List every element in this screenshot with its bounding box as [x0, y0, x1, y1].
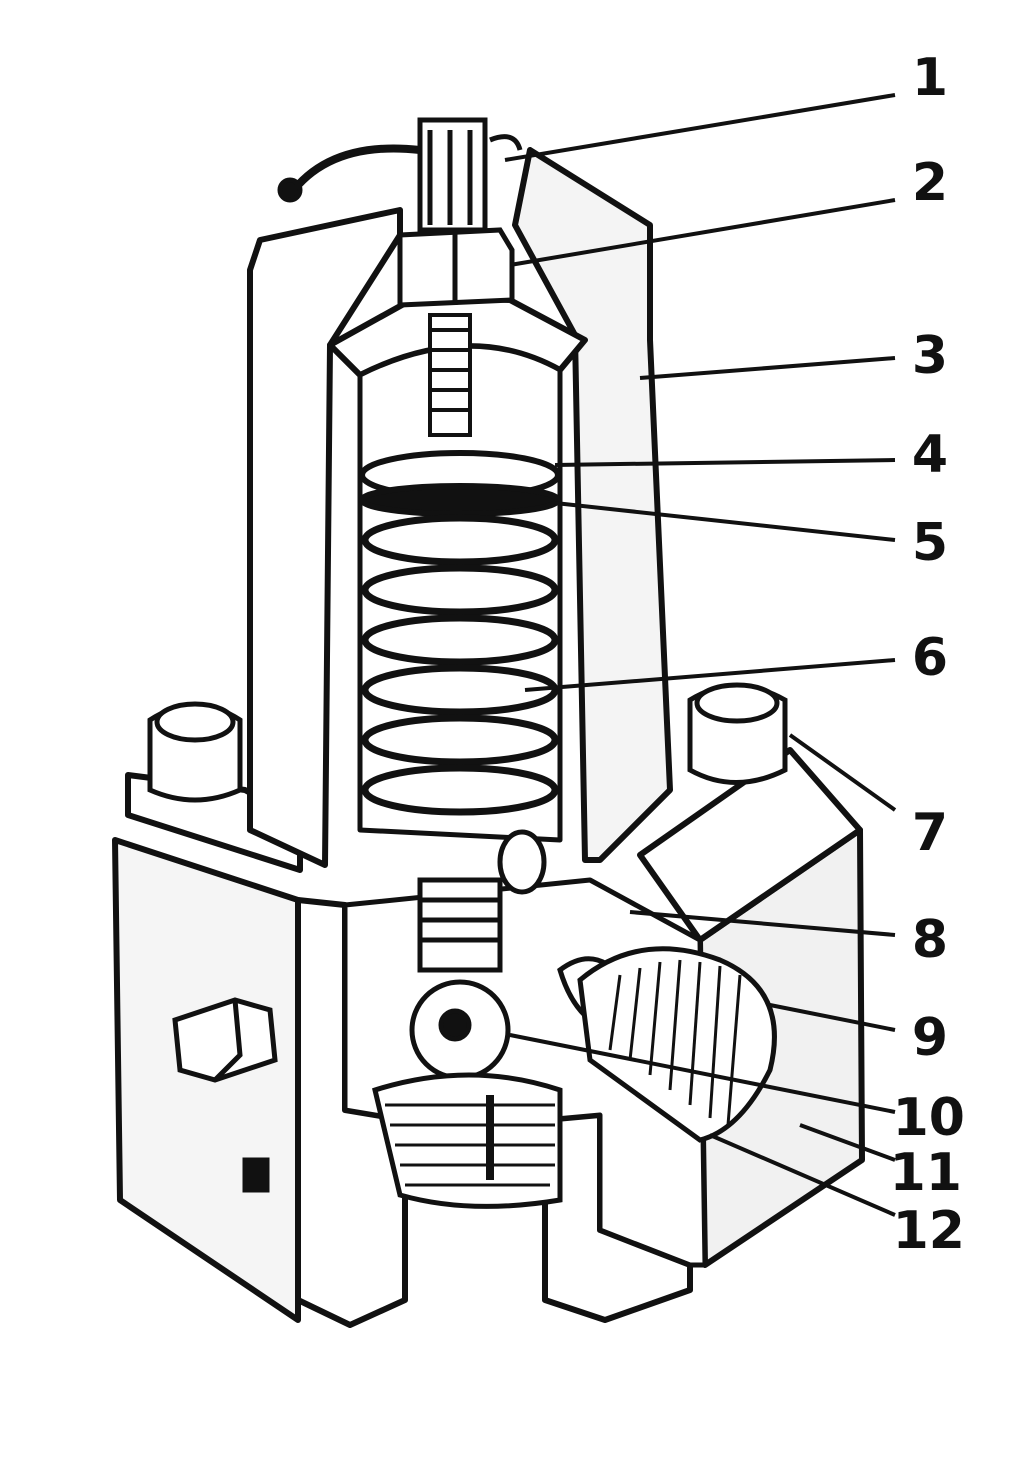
leader-8 [629, 910, 896, 937]
callout-10: 10 [893, 1088, 965, 1148]
callout-2: 2 [912, 153, 948, 213]
leader-12 [709, 1133, 896, 1217]
callout-12: 12 [893, 1201, 965, 1261]
adjuster-cap [277, 117, 523, 308]
leader-6 [524, 658, 896, 692]
callout-6: 6 [912, 628, 948, 688]
leader-4 [554, 458, 896, 467]
spring-coils [361, 514, 559, 816]
spring-plate [359, 450, 561, 517]
mounting-bolts [147, 682, 788, 803]
body-top-right [637, 747, 863, 943]
callout-numbers: 1 2 3 4 5 6 7 8 9 10 11 12 [890, 48, 965, 1261]
callout-9: 9 [912, 1008, 948, 1068]
callout-7: 7 [912, 803, 948, 863]
leader-9 [769, 1003, 896, 1032]
callout-11: 11 [890, 1143, 962, 1203]
callout-1: 1 [912, 48, 948, 108]
leader-1 [504, 93, 896, 162]
callout-8: 8 [912, 910, 948, 970]
leader-11 [799, 1123, 896, 1162]
leader-10 [509, 1033, 896, 1114]
leader-5 [554, 501, 896, 542]
leader-lines [504, 93, 897, 1217]
leader-7 [788, 733, 897, 812]
housing-left [247, 207, 403, 868]
leader-2 [509, 198, 896, 267]
side-plug [172, 997, 278, 1193]
callout-3: 3 [912, 326, 948, 386]
adjusting-stem [428, 313, 472, 437]
callout-5: 5 [912, 513, 948, 573]
leader-3 [639, 356, 896, 380]
valve-internals [372, 829, 777, 1209]
callout-4: 4 [912, 425, 948, 485]
